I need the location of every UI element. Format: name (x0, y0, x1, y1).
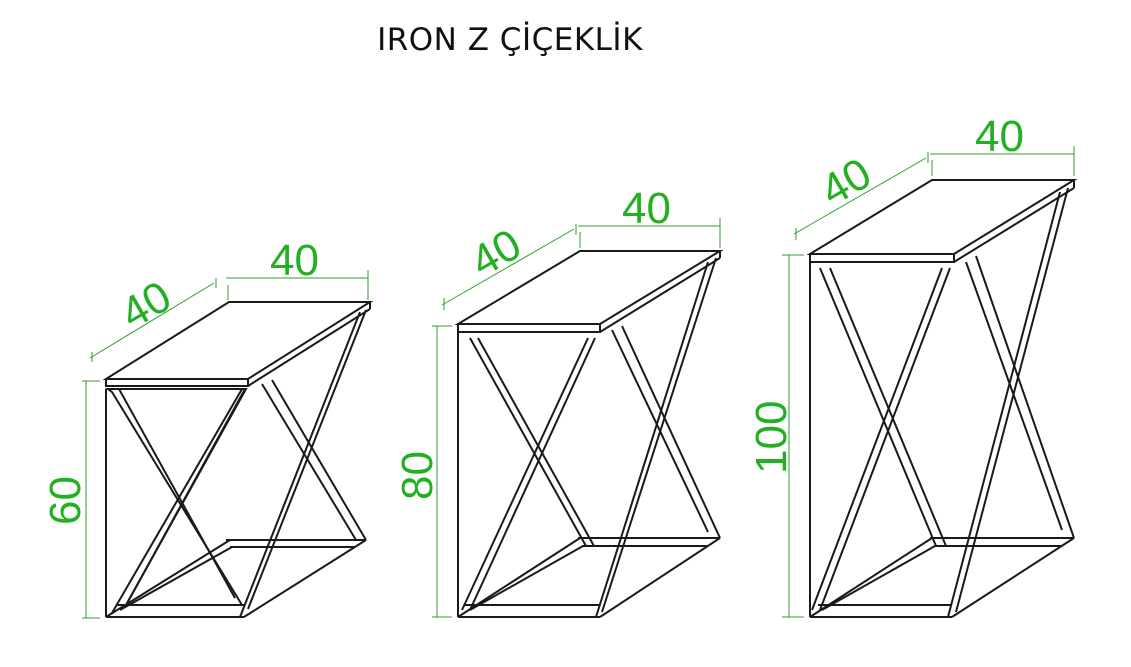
planter-frame (454, 250, 724, 618)
planter-frame (806, 179, 1078, 618)
dimension-lines (782, 146, 1075, 618)
depth-dimension-label: 40 (813, 149, 880, 216)
dimension-lines (432, 218, 721, 618)
depth-dimension-label: 40 (113, 272, 180, 339)
width-dimension-label: 40 (270, 236, 319, 285)
height-dimension-label: 100 (747, 401, 796, 474)
height-dimension-label: 80 (393, 451, 442, 500)
planter-small: 40 40 60 (41, 236, 374, 619)
planter-large: 40 40 100 (747, 112, 1078, 618)
height-dimension-label: 60 (41, 476, 90, 525)
width-dimension-label: 40 (975, 112, 1024, 161)
dimension-lines (82, 270, 369, 619)
page-title: IRON Z ÇİÇEKLİK (377, 22, 643, 58)
depth-dimension-label: 40 (463, 220, 530, 287)
width-dimension-label: 40 (622, 184, 671, 233)
planter-medium: 40 40 80 (393, 184, 724, 618)
planter-frame (102, 301, 374, 618)
